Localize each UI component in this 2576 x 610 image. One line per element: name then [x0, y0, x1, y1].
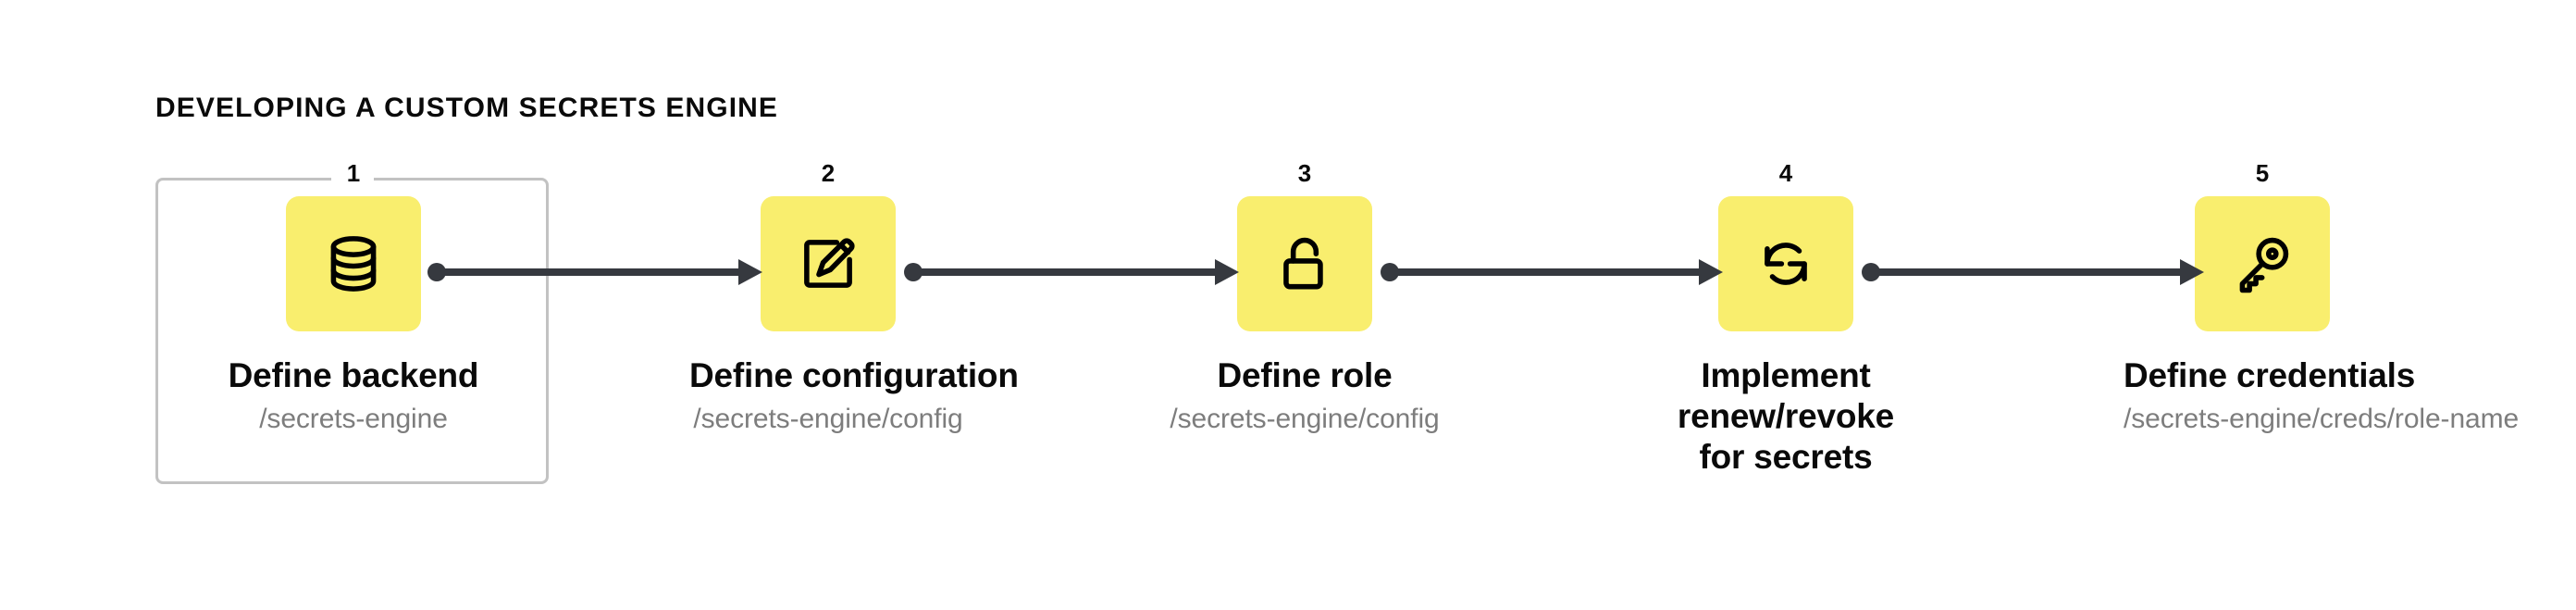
step-1-icon-tile[interactable]: [286, 196, 421, 331]
connector-shaft: [1390, 268, 1699, 276]
step-3-label: Define role: [1217, 356, 1393, 394]
step-5-path: /secrets-engine/creds/role-name: [2124, 404, 2520, 434]
unlock-icon: [1270, 230, 1339, 298]
step-2-icon-tile[interactable]: [761, 196, 896, 331]
connector-3-to-4: [1381, 256, 1723, 288]
step-4-label: Implement renew/revoke for secrets: [1677, 356, 1895, 476]
page-title: DEVELOPING A CUSTOM SECRETS ENGINE: [155, 93, 779, 123]
step-1-number: 1: [346, 159, 361, 187]
step-2-path: /secrets-engine/config: [693, 404, 963, 434]
arrowhead-icon: [2180, 259, 2204, 285]
step-3-path: /secrets-engine/config: [1170, 404, 1440, 434]
step-5[interactable]: 5 Define credentials /secrets-engine/cre…: [2124, 159, 2520, 437]
connector-shaft: [437, 268, 738, 276]
connector-shaft: [1871, 268, 2180, 276]
step-3[interactable]: 3 Define role /secrets-engine/config: [1166, 159, 1443, 437]
frame-number-notch: [330, 178, 374, 183]
arrowhead-icon: [738, 259, 762, 285]
step-5-label: Define credentials: [2124, 356, 2416, 394]
step-2[interactable]: 2 Define configuration /secrets-engine/c…: [689, 159, 1019, 437]
step-1-highlight-frame: [155, 178, 549, 484]
database-icon: [319, 230, 388, 298]
step-1[interactable]: 1 Define backend /secrets-engine: [215, 159, 492, 437]
key-icon: [2228, 230, 2297, 298]
step-2-number: 2: [821, 159, 836, 187]
edit-square-icon: [794, 230, 862, 298]
connector-shaft: [913, 268, 1215, 276]
connector-1-to-2: [427, 256, 762, 288]
step-5-number: 5: [2255, 159, 2270, 187]
step-3-number: 3: [1297, 159, 1312, 187]
step-1-path: /secrets-engine: [259, 404, 448, 434]
step-3-icon-tile[interactable]: [1237, 196, 1372, 331]
arrowhead-icon: [1215, 259, 1239, 285]
step-5-icon-tile[interactable]: [2195, 196, 2330, 331]
step-4-icon-tile[interactable]: [1718, 196, 1853, 331]
connector-4-to-5: [1862, 256, 2204, 288]
connector-2-to-3: [904, 256, 1239, 288]
step-4-number: 4: [1778, 159, 1793, 187]
arrowhead-icon: [1699, 259, 1723, 285]
step-1-label: Define backend: [228, 356, 479, 394]
refresh-cycle-icon: [1752, 230, 1820, 298]
step-4[interactable]: 4 Implement renew/revoke for secrets: [1647, 159, 1925, 483]
step-2-label: Define configuration: [689, 356, 1019, 394]
